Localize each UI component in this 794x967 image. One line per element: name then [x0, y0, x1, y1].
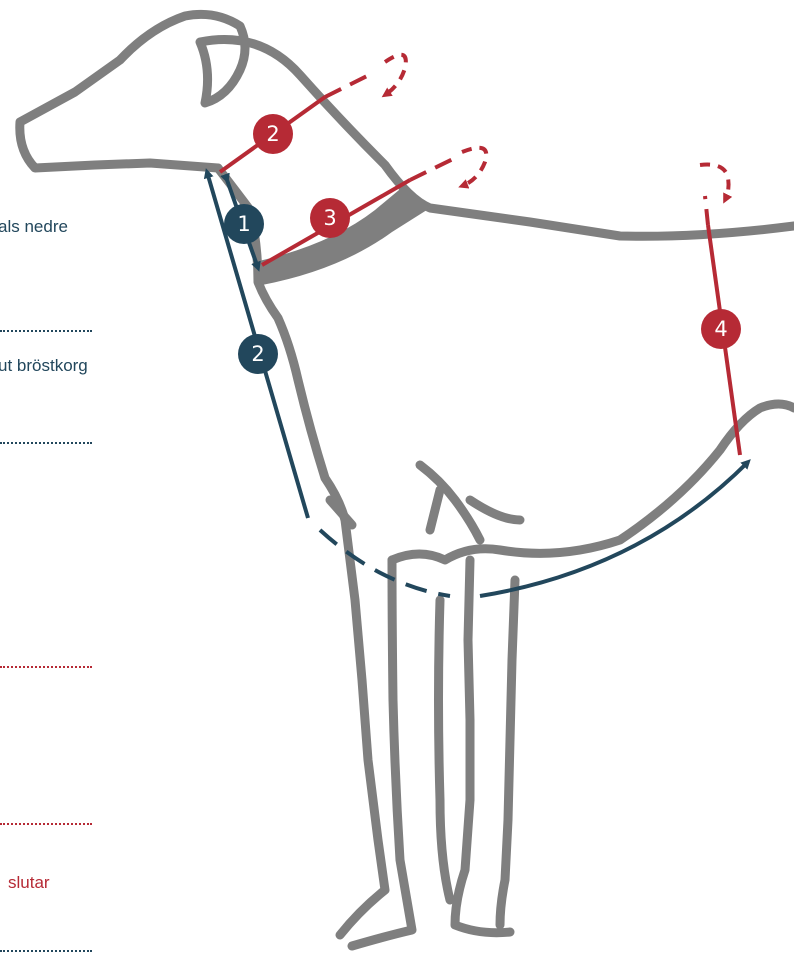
svg-text:2: 2	[251, 342, 264, 366]
svg-text:4: 4	[714, 317, 727, 341]
badge-blue-2: 2	[238, 334, 278, 374]
svg-text:2: 2	[266, 122, 279, 146]
svg-text:3: 3	[323, 206, 336, 230]
badge-blue-1: 1	[224, 204, 264, 244]
svg-text:1: 1	[237, 212, 250, 236]
badge-red-2: 2	[253, 114, 293, 154]
badge-red-4: 4	[701, 309, 741, 349]
collar-band	[255, 185, 430, 285]
badge-red-3: 3	[310, 198, 350, 238]
dog-outline	[20, 14, 794, 946]
